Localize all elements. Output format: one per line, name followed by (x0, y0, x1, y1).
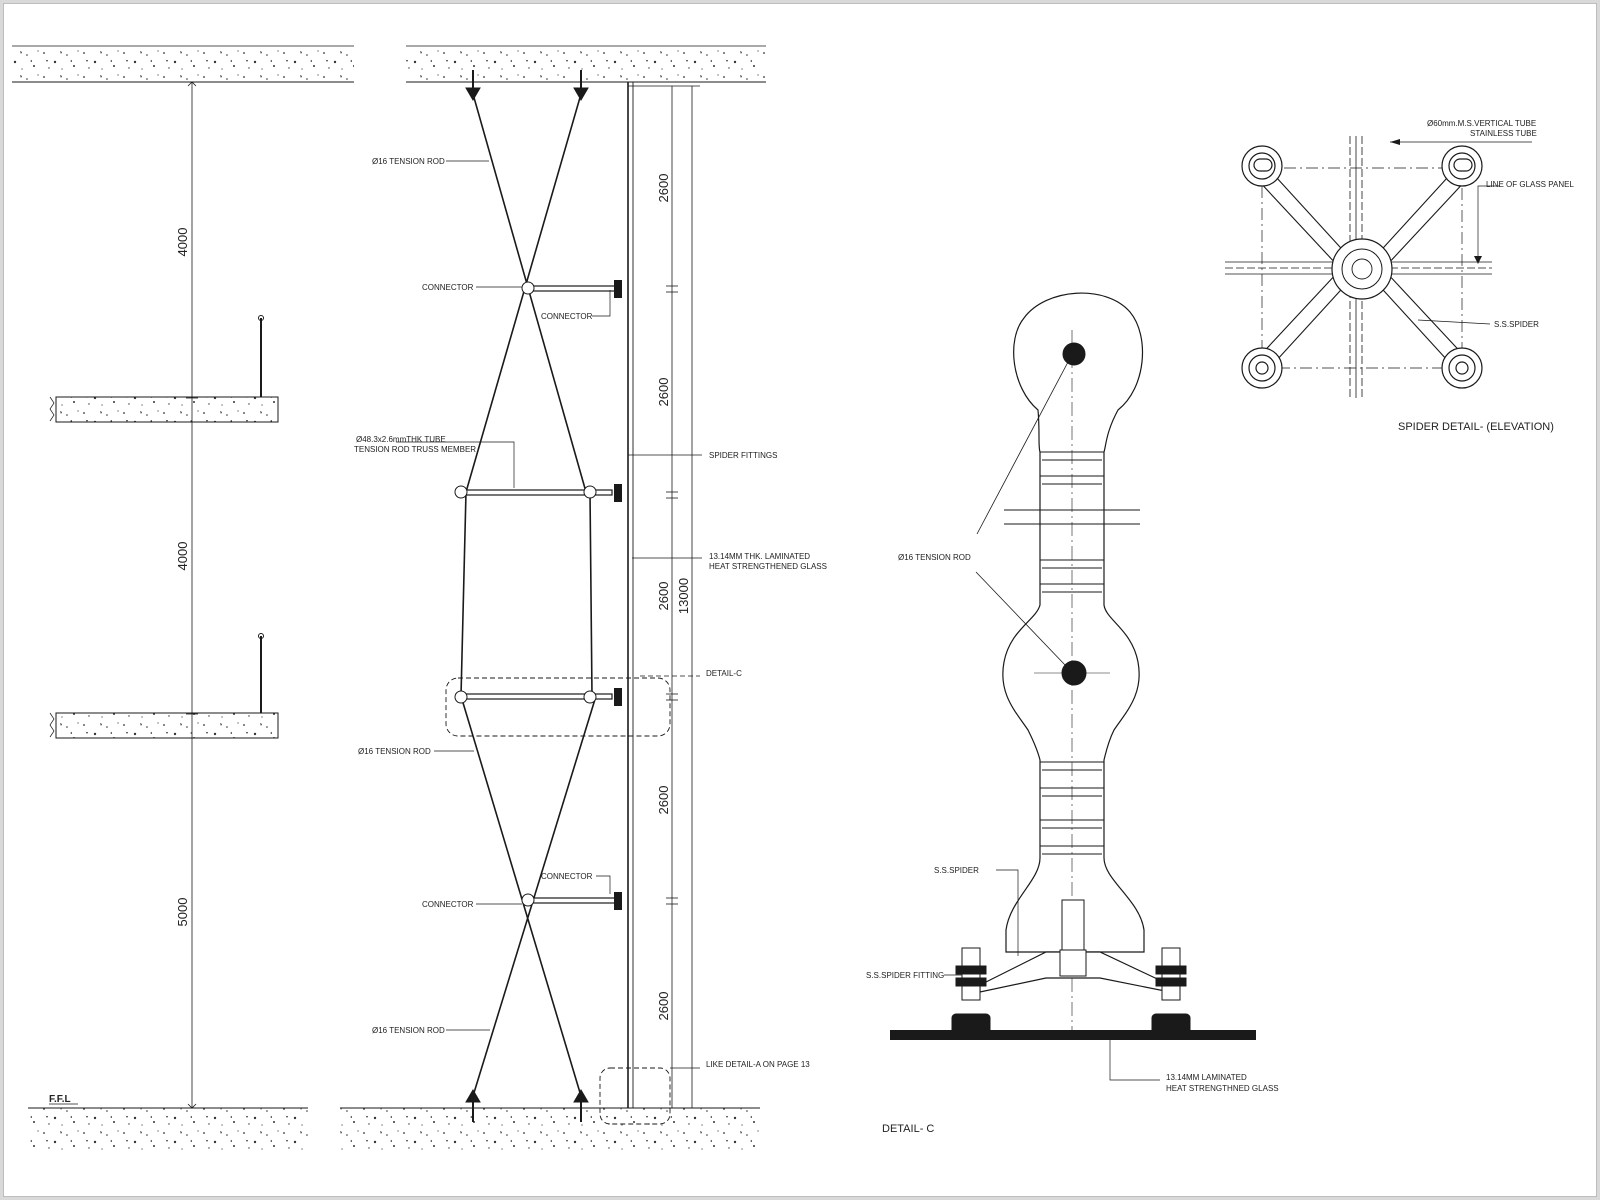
spider-label-tube-2: STAINLESS TUBE (1470, 129, 1537, 138)
spider-label-ss-spider: S.S.SPIDER (1494, 320, 1539, 329)
label-connector-lower-left: CONNECTOR (422, 900, 474, 909)
ground-slab-right (340, 1108, 760, 1154)
label-tension-rod-top: Ø16 TENSION ROD (372, 157, 445, 166)
spider-label-tube-1: Ø60mm.M.S.VERTICAL TUBE (1427, 119, 1536, 128)
rod-hole-upper (1062, 342, 1086, 366)
tension-rods (460, 93, 597, 1097)
floor-height-1: 4000 (175, 228, 190, 257)
spider-arms (1255, 165, 1469, 373)
overall-height: 13000 (676, 578, 691, 614)
detail-c-glass (890, 1030, 1256, 1040)
detail-c-drawing (890, 292, 1256, 1081)
spider-fitting-blocks (614, 280, 622, 910)
panel-height-5: 2600 (656, 992, 671, 1021)
detail-c-label-ss-spider-fitting: S.S.SPIDER FITTING (866, 971, 944, 980)
truss-elevation (340, 45, 766, 1154)
panel-height-1: 2600 (656, 174, 671, 203)
spider-label-glass-panel: LINE OF GLASS PANEL (1486, 180, 1574, 189)
floor-section (12, 45, 354, 1154)
label-connector-upper-left: CONNECTOR (422, 283, 474, 292)
detail-c-title: DETAIL- C (882, 1123, 934, 1135)
detail-a-callout-box (599, 1067, 671, 1125)
floor-height-2: 4000 (175, 542, 190, 571)
rod-hole-lower (1061, 660, 1087, 686)
floor-slab-2 (55, 712, 279, 739)
label-tension-rod-mid: Ø16 TENSION ROD (358, 747, 431, 756)
label-truss-member-2: TENSION ROD TRUSS MEMBER (354, 445, 476, 454)
top-slab-left (12, 46, 354, 82)
truss-members (461, 285, 616, 904)
label-truss-member-1: Ø48.3x2.6mmTHK TUBE (356, 435, 446, 444)
label-glass-2: HEAT STRENGTHENED GLASS (709, 562, 827, 571)
spider-corner-fittings (1241, 145, 1483, 389)
top-slab-right (406, 46, 766, 82)
label-glass-1: 13.14MM THK. LAMINATED (709, 552, 810, 561)
truss-nodes (454, 281, 597, 907)
panel-height-4: 2600 (656, 786, 671, 815)
spider-detail-drawing (1225, 136, 1532, 398)
truss-leaders (396, 160, 702, 1031)
spider-arm-outline (1002, 292, 1145, 953)
ground-slab-left (28, 1108, 308, 1154)
label-like-detail-a: LIKE DETAIL-A ON PAGE 13 (706, 1060, 810, 1069)
label-connector-lower-right: CONNECTOR (541, 872, 593, 881)
label-detail-c-callout: DETAIL-C (706, 669, 742, 678)
detail-c-label-glass-1: 13.14MM LAMINATED (1166, 1073, 1247, 1082)
detail-c-label-ss-spider: S.S.SPIDER (934, 866, 979, 875)
floor-height-3: 5000 (175, 898, 190, 927)
label-tension-rod-bottom: Ø16 TENSION ROD (372, 1026, 445, 1035)
label-spider-fittings: SPIDER FITTINGS (709, 451, 777, 460)
panel-height-2: 2600 (656, 378, 671, 407)
svg-text:F.F.L: F.F.L (49, 1094, 71, 1105)
spider-detail-title: SPIDER DETAIL- (ELEVATION) (1398, 421, 1554, 433)
detail-c-label-glass-2: HEAT STRENGTHNED GLASS (1166, 1084, 1279, 1093)
detail-c-label-tension-rod: Ø16 TENSION ROD (898, 553, 971, 562)
floor-slab-1 (55, 396, 279, 423)
panel-height-3: 2600 (656, 582, 671, 611)
ffl-marker: F.F.L (49, 1094, 78, 1105)
detail-c-callout-box (445, 677, 671, 737)
label-connector-upper-right: CONNECTOR (541, 312, 593, 321)
drawing-frame (3, 3, 1597, 1197)
spider-bolts (951, 947, 1191, 1035)
spider-hub (1331, 238, 1393, 300)
